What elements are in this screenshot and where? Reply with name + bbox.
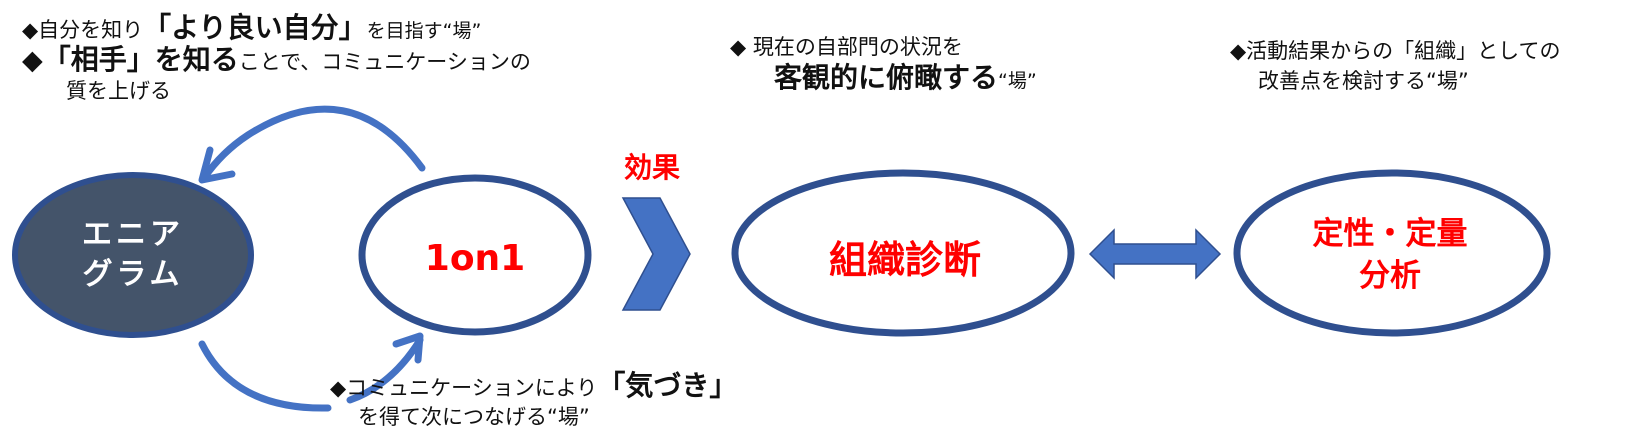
one-on-one-purpose-line1: ◆コミュニケーションにより「気づき」 — [330, 372, 737, 404]
analysis-label-line2: 分析 — [1359, 258, 1421, 294]
analysis-purpose-line1: ◆活動結果からの「組織」としての — [1230, 38, 1561, 68]
diagnosis-label: 組織診断 — [828, 237, 981, 282]
note-text: ◆ 現在の自部門の状況を — [730, 35, 963, 59]
enneagram-purpose-line3: 質を上げる — [22, 78, 531, 105]
note-text: ことで、コミュニケーションの — [238, 50, 531, 74]
diagnosis-purpose-note: ◆ 現在の自部門の状況を 客観的に俯瞰する“場” — [730, 34, 1037, 95]
one-on-one-label: 1on1 — [424, 237, 526, 279]
note-text: “場” — [998, 70, 1037, 92]
diagnosis-ellipse — [731, 169, 1075, 337]
cycle-arrowhead-top — [198, 146, 236, 184]
effect-label: 効果 — [623, 151, 680, 184]
cycle-arrow-bottom — [198, 340, 332, 412]
one-on-one-purpose-note: ◆コミュニケーションにより「気づき」 を得て次につなげる“場” — [330, 372, 737, 431]
note-emphasis: 「より良い自分」 — [143, 11, 367, 44]
one-on-one-ellipse — [358, 174, 592, 336]
enneagram-ellipse — [12, 172, 254, 338]
cycle-arrow-bottom-tip — [346, 336, 424, 404]
enneagram-label: エニア グラム — [43, 205, 223, 305]
effect-chevron-icon — [621, 197, 691, 311]
analysis-purpose-line2: 改善点を検討する“場” — [1230, 68, 1561, 95]
note-text: 改善点を検討する“場” — [1258, 69, 1469, 93]
note-emphasis: 「相手」を知る — [42, 43, 239, 76]
note-text: ◆活動結果からの「組織」としての — [1230, 39, 1561, 63]
enneagram-purpose-line2: ◆「相手」を知ることで、コミュニケーションの — [22, 46, 531, 78]
cycle-arrow-top — [200, 105, 426, 182]
enneagram-purpose-line1: ◆自分を知り「より良い自分」を目指す“場” — [22, 14, 531, 46]
cycle-arrowhead-bottom — [392, 332, 424, 364]
double-arrow-icon — [1088, 228, 1222, 280]
note-emphasis: 客観的に俯瞰する — [774, 61, 999, 94]
note-text: ◆コミュニケーションにより — [330, 376, 598, 400]
enneagram-label-line2: グラム — [82, 257, 184, 292]
note-text: 質を上げる — [66, 79, 171, 103]
one-on-one-purpose-line2: を得て次につなげる“場” — [330, 404, 737, 431]
enneagram-label-line1: エニア — [82, 217, 184, 252]
analysis-label-line1: 定性・定量 — [1312, 216, 1468, 252]
note-text: を得て次につなげる“場” — [358, 405, 590, 429]
note-text: を目指す“場” — [366, 20, 482, 42]
diagnosis-purpose-line2: 客観的に俯瞰する“場” — [730, 64, 1037, 95]
note-text: ◆自分を知り — [22, 18, 144, 42]
analysis-purpose-note: ◆活動結果からの「組織」としての 改善点を検討する“場” — [1230, 38, 1561, 95]
analysis-label: 定性・定量 分析 — [1290, 210, 1490, 300]
diagnosis-purpose-line1: ◆ 現在の自部門の状況を — [730, 34, 1037, 64]
enneagram-purpose-note: ◆自分を知り「より良い自分」を目指す“場” ◆「相手」を知ることで、コミュニケー… — [22, 14, 531, 105]
note-bullet: ◆ — [22, 45, 43, 76]
analysis-ellipse — [1233, 169, 1551, 337]
note-emphasis: 「気づき」 — [597, 369, 738, 402]
